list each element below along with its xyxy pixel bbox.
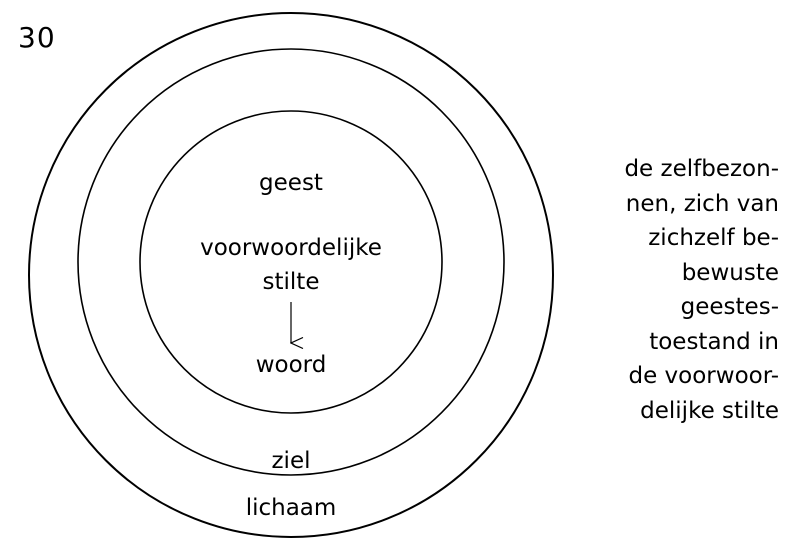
inner-circle-geest: [139, 110, 443, 414]
side-caption-line: zichzelf be-: [648, 225, 779, 251]
middle-circle-ziel: [77, 48, 505, 476]
label-ziel: ziel: [271, 448, 310, 474]
label-geest: geest: [259, 170, 323, 196]
side-caption: de zelfbezon- nen, zich van zichzelf be-…: [624, 152, 779, 428]
label-stilte: stilte: [263, 269, 320, 295]
side-caption-line: de voorwoor-: [628, 363, 779, 389]
side-caption-line: bewuste: [681, 259, 779, 286]
side-caption-line: nen, zich van: [625, 190, 779, 217]
label-voorwoordelijke: voorwoordelijke: [200, 235, 382, 261]
page-number: 30: [18, 21, 56, 54]
side-caption-line: toestand in: [649, 328, 779, 355]
label-lichaam: lichaam: [246, 495, 337, 521]
side-caption-line: geestes-: [680, 294, 779, 320]
outer-circle-lichaam: [28, 12, 554, 538]
side-caption-line: delijke stilte: [640, 397, 779, 424]
side-caption-line: de zelfbezon-: [624, 156, 779, 182]
label-woord: woord: [256, 352, 327, 378]
